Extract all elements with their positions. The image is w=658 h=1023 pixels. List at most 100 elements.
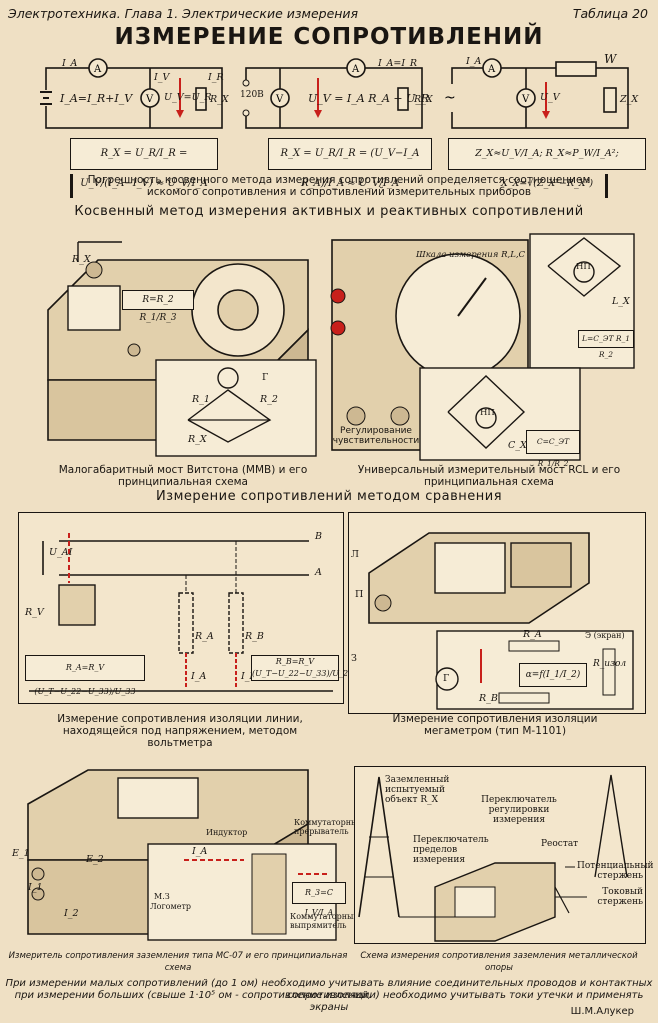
- label-terminal-p: П: [355, 589, 364, 600]
- label-null-indicator: НП: [576, 262, 591, 272]
- label-rx-bridge: R_X: [188, 434, 207, 445]
- label-iv: I_V: [154, 72, 170, 83]
- page-title: ИЗМЕРЕНИЕ СОПРОТИВЛЕНИЙ: [114, 24, 544, 50]
- label-ia: I_A: [62, 58, 78, 69]
- label-switch-range: Переключатель пределов измерения: [413, 835, 489, 865]
- label-r-insulation: R_изол: [593, 659, 627, 669]
- label-e1: E_1: [12, 848, 30, 859]
- label-ia: I_A: [466, 56, 482, 67]
- label-r2: R_2: [260, 394, 278, 405]
- caption-megohmmeter: Измерение сопротивления изоляции мегамет…: [392, 713, 598, 737]
- label-commutator-rectifier: Коммутаторный выпрямитель: [290, 912, 359, 930]
- caption-rcl: Универсальный измерительный мост RCL и е…: [357, 464, 621, 488]
- label-ia: I_A: [192, 846, 208, 857]
- label-rx: R_X: [414, 94, 433, 105]
- label-scale: Шкала измерения R,L,C: [416, 250, 526, 260]
- wheatstone-bridge-device: R_X Г R_1 R_2 R_X R=R_2 R_1/R_3: [38, 230, 328, 462]
- section-indirect-method: Косвенный метод измерения активных и реа…: [74, 204, 584, 219]
- label-i2: I_2: [64, 908, 79, 919]
- label-commutator-interrupter: Коммутаторный прерыватель: [294, 818, 363, 836]
- label-inductor: Индуктор: [206, 828, 248, 837]
- formula-rx-1: R_X = U_R/I_R = U_V/(I_A−I_V) ≈ U_V/I_A: [70, 138, 218, 189]
- label-cx: C_X: [508, 440, 527, 451]
- line-insulation-diagram: [29, 533, 333, 692]
- error-note: Погрешность косвенного метода измерения …: [70, 174, 608, 198]
- footer-note-line1: При измерении малых сопротивлений (до 1 …: [5, 978, 653, 1001]
- label-current-rod: Токовый стержень: [597, 887, 643, 907]
- author: Ш.М.Алукер: [570, 1006, 634, 1017]
- formula-megohmmeter: α=f(I_1/I_2): [519, 663, 587, 687]
- label-rb: R_B: [479, 693, 498, 704]
- label-zx: Z_X: [620, 94, 639, 105]
- svg-text:A: A: [487, 64, 496, 75]
- formula-wheatstone: R=R_2 R_1/R_3: [122, 290, 194, 323]
- circuit-3-diagram: ~ A V: [444, 58, 629, 129]
- circuit-ammeter-voltmeter-2: V A I_A=I_R 120В U_V = I_A R_A + U_R R_X: [238, 58, 438, 138]
- label-ra: R_A: [523, 629, 542, 640]
- label-rx-top: R_X: [72, 254, 91, 265]
- label-r1: R_1: [192, 394, 210, 405]
- caption-ground-tester: Измеритель сопротивления заземления типа…: [8, 951, 348, 973]
- wheatstone-bridge-illustration: [47, 241, 317, 457]
- circuit-1-diagram: A V: [40, 58, 223, 129]
- label-ir: I_R: [208, 72, 224, 83]
- label-e2: E_2: [86, 854, 104, 865]
- label-current-sum: I_A=I_R+I_V: [60, 92, 133, 105]
- section-comparison-method: Измерение сопротивлений методом сравнени…: [155, 489, 503, 504]
- label-rx: R_X: [210, 94, 229, 105]
- svg-text:V: V: [521, 94, 530, 105]
- svg-text:V: V: [275, 94, 284, 105]
- panel-ground-tester: Индуктор Коммутаторный прерыватель Комму…: [8, 764, 363, 944]
- label-voltage-sum: U_V = I_A R_A + U_R: [308, 92, 430, 105]
- panel-line-insulation: U_AI B A R_V R_A R_B I_A I_B R_A=R_V (U_…: [18, 512, 353, 704]
- label-lx: L_X: [612, 296, 630, 307]
- formula-rx-2: R_X = U_R/I_R = (U_V−I_A R_A)/I_A ≈ U_V/…: [268, 138, 432, 189]
- label-voltage-source: 120В: [240, 90, 264, 100]
- caption-wheatstone: Малогабаритный мост Витстона (ММВ) и его…: [58, 464, 308, 488]
- formula-capacitance: C=C_ЭТ R_1/R_2: [526, 430, 580, 468]
- circuit-wattmeter: ~ A V I_A W U_V Z_X: [444, 52, 644, 138]
- label-uai: U_AI: [49, 547, 73, 558]
- label-uv: U_V: [540, 92, 560, 103]
- label-grounded-object: Заземленный испытуемый объект R_X: [385, 775, 450, 805]
- label-switch-regulation: Переключатель регулировки измерения: [481, 795, 557, 825]
- megohmmeter-diagram: [368, 532, 634, 710]
- label-ia: I_A: [191, 671, 207, 682]
- header-chapter: Электротехника. Глава 1. Электрические и…: [8, 6, 359, 21]
- caption-line-insulation: Измерение сопротивления изоляции линии, …: [57, 713, 303, 749]
- svg-text:V: V: [145, 94, 154, 105]
- panel-tower-grounding: Заземленный испытуемый объект R_X Перекл…: [354, 766, 654, 944]
- label-ia-ir: I_A=I_R: [378, 58, 417, 69]
- label-line-b: B: [315, 531, 322, 542]
- panel-megohmmeter: Л П З Э (экран) R_изол Г R_A R_B α=f(I_1…: [348, 512, 646, 714]
- label-wattmeter: W: [604, 52, 617, 66]
- label-ra: R_A: [195, 631, 214, 642]
- header-table-number: Таблица 20: [572, 6, 648, 21]
- label-rv: R_V: [25, 607, 44, 618]
- rcl-bridge-device: Шкала измерения R,L,C НП НП L_X C_X L=C_…: [330, 226, 636, 468]
- formula-inductance: L=C_ЭТ R_1 R_2: [578, 330, 634, 359]
- label-logometer: Логометр: [150, 902, 192, 911]
- rcl-bridge-illustration: [330, 233, 635, 461]
- ground-tester-illustration: [27, 769, 337, 941]
- svg-text:A: A: [351, 64, 360, 75]
- label-sensitivity: Регулирование чувствительности: [332, 426, 420, 446]
- label-ib: I_B: [241, 671, 257, 682]
- label-generator: Г: [443, 673, 450, 684]
- tower-grounding-illustration: [358, 774, 628, 942]
- label-i1: I_1: [28, 882, 43, 893]
- circuit-ammeter-voltmeter-1: A V I_A I_V I_R I_A=I_R+I_V U_V=U_R R_X: [40, 58, 230, 138]
- label-potential-rod: Потенциальный стержень: [577, 861, 654, 881]
- footer-note-line2: при измерении больших (свыше 1·10⁵ ом - …: [14, 990, 644, 1013]
- label-terminal-z: З: [351, 653, 357, 664]
- label-terminal-l: Л: [351, 549, 359, 560]
- circuit-2-diagram: V A: [242, 58, 423, 129]
- label-uv-ur: U_V=U_R: [164, 92, 212, 103]
- label-screen: Э (экран): [585, 631, 625, 640]
- formula-ground-resistance: R_3=C I_V/I_A: [292, 882, 346, 917]
- label-galvanometer: Г: [262, 372, 269, 383]
- svg-text:A: A: [93, 64, 102, 75]
- label-rb: R_B: [245, 631, 264, 642]
- label-rheostat: Реостат: [541, 839, 579, 849]
- label-null-indicator-2: НП: [480, 408, 495, 418]
